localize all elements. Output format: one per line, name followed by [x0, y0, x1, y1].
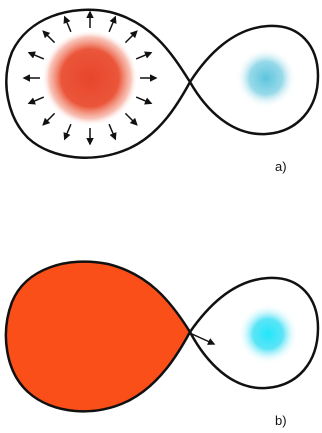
expansion-arrow: [108, 15, 117, 33]
cold-region-glow: [236, 48, 296, 108]
expansion-arrow: [42, 112, 56, 126]
expansion-arrow: [135, 96, 153, 105]
expansion-arrow: [27, 96, 45, 105]
expansion-arrow: [63, 123, 72, 141]
expansion-arrow: [63, 15, 72, 33]
panel-label-a: a): [275, 159, 287, 174]
hot-region-glow: [42, 30, 138, 126]
panel-b: b): [4, 260, 320, 428]
cold-lobe-outline: [188, 276, 320, 390]
panel-a: a): [5, 8, 320, 174]
figure-eight-outline: [5, 8, 320, 159]
expansion-arrow: [124, 112, 138, 126]
cold-region-glow: [238, 304, 298, 364]
transfer-arrow: [191, 333, 216, 345]
hot-lobe-filled: [4, 260, 192, 413]
panel-label-b: b): [275, 413, 287, 428]
expansion-arrow: [108, 123, 117, 141]
expansion-arrow: [42, 30, 56, 44]
expansion-arrow: [135, 51, 153, 60]
expansion-arrow: [124, 30, 138, 44]
expansion-arrows: [22, 10, 158, 146]
expansion-arrow: [27, 51, 45, 60]
